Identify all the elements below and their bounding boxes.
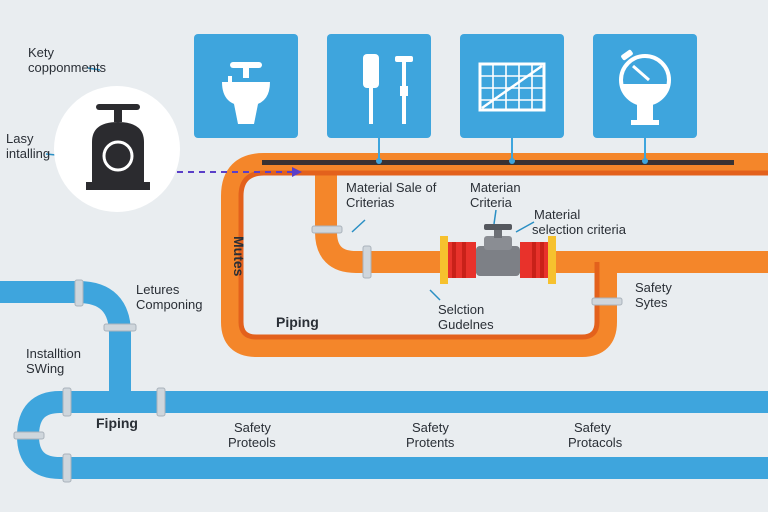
- fixtures-tile: [194, 34, 298, 138]
- sink-faucet-icon: [222, 62, 270, 124]
- label-piping-orange: Piping: [276, 314, 319, 330]
- tools-icon: [363, 54, 413, 124]
- orange-pipe-shading: [238, 170, 768, 340]
- pressure-gauge-icon: [619, 49, 671, 125]
- gauge-tile: [593, 34, 697, 138]
- orange-pipe-couplings: [311, 225, 623, 306]
- blue-pipe-couplings: [13, 279, 166, 483]
- gate-valve-icon: [86, 104, 150, 190]
- label-piping-blue: Fiping: [96, 415, 138, 431]
- blue-pipe-system: [0, 281, 768, 479]
- panel-tile: [460, 34, 564, 138]
- top-rail: [262, 160, 734, 165]
- tile-connectors: [378, 136, 646, 160]
- central-valve: [440, 224, 556, 284]
- label-mutes: Mutes: [231, 236, 247, 277]
- grid-panel-icon: [478, 62, 546, 112]
- key-component-circle: [54, 86, 180, 212]
- tools-tile: [327, 34, 431, 138]
